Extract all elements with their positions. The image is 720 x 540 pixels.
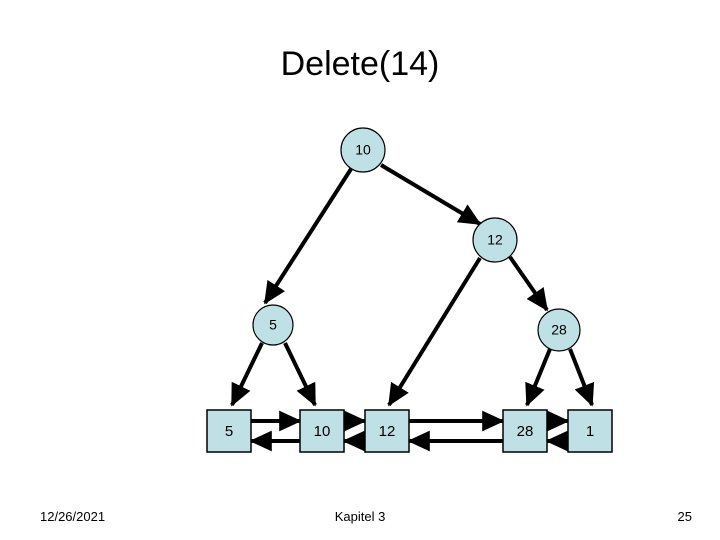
list-node-box	[206, 409, 252, 453]
tree-edge-n-10-to-n-12	[379, 163, 482, 226]
list-links	[249, 410, 570, 452]
tree-node-5-n-5[interactable]: 5	[252, 304, 294, 346]
tree-node-circle	[537, 308, 581, 352]
list-node-10[interactable]: 10	[299, 409, 345, 453]
footer-date: 12/26/2021	[40, 509, 106, 524]
page-title: Delete(14)	[280, 45, 440, 83]
list-node-12[interactable]: 12	[364, 409, 410, 453]
footer-center-label: Kapitel 3	[334, 509, 386, 524]
list-node-label: 28	[517, 423, 534, 440]
tree-edge-n-12-to-box-12	[387, 256, 482, 407]
tree-node-circle	[340, 127, 386, 173]
list-node-label: 5	[225, 423, 233, 440]
list-node-28[interactable]: 28	[502, 409, 548, 453]
tree-node-label: 5	[269, 317, 277, 333]
tree-edge-n-5-to-box-5	[230, 342, 264, 407]
list-node-label: 10	[314, 423, 331, 440]
list-node-1[interactable]: 1	[567, 409, 613, 453]
list-node-label: 12	[379, 423, 396, 440]
tree-edge-n-28-to-box-1	[568, 348, 595, 407]
tree-edge-n-5-to-box-10	[283, 342, 317, 407]
tree-node-circle	[252, 304, 294, 346]
tree-node-circle	[472, 217, 518, 263]
list-node-box	[567, 409, 613, 453]
list-nodes: 5 10 12 28 1	[206, 409, 613, 453]
tree-node-label: 12	[487, 232, 503, 248]
tree-edge-n-10-to-n-5	[263, 167, 353, 305]
tree-edge-n-12-to-n-28	[508, 255, 549, 312]
list-node-5[interactable]: 5	[206, 409, 252, 453]
tree-node-12-n-12[interactable]: 12	[472, 217, 518, 263]
tree-edge-n-28-to-box-28	[525, 348, 552, 407]
list-node-box	[364, 409, 410, 453]
list-node-box	[299, 409, 345, 453]
list-node-box	[502, 409, 548, 453]
tree-node-label: 10	[355, 142, 371, 158]
tree-node-10-n-10[interactable]: 10	[340, 127, 386, 173]
tree-node-label: 28	[551, 322, 567, 338]
tree-nodes: 10 12 5 28	[252, 127, 581, 352]
tree-node-28-n-28[interactable]: 28	[537, 308, 581, 352]
tree-edges	[230, 163, 595, 407]
list-node-label: 1	[586, 423, 594, 440]
footer-page-number: 25	[677, 509, 692, 524]
